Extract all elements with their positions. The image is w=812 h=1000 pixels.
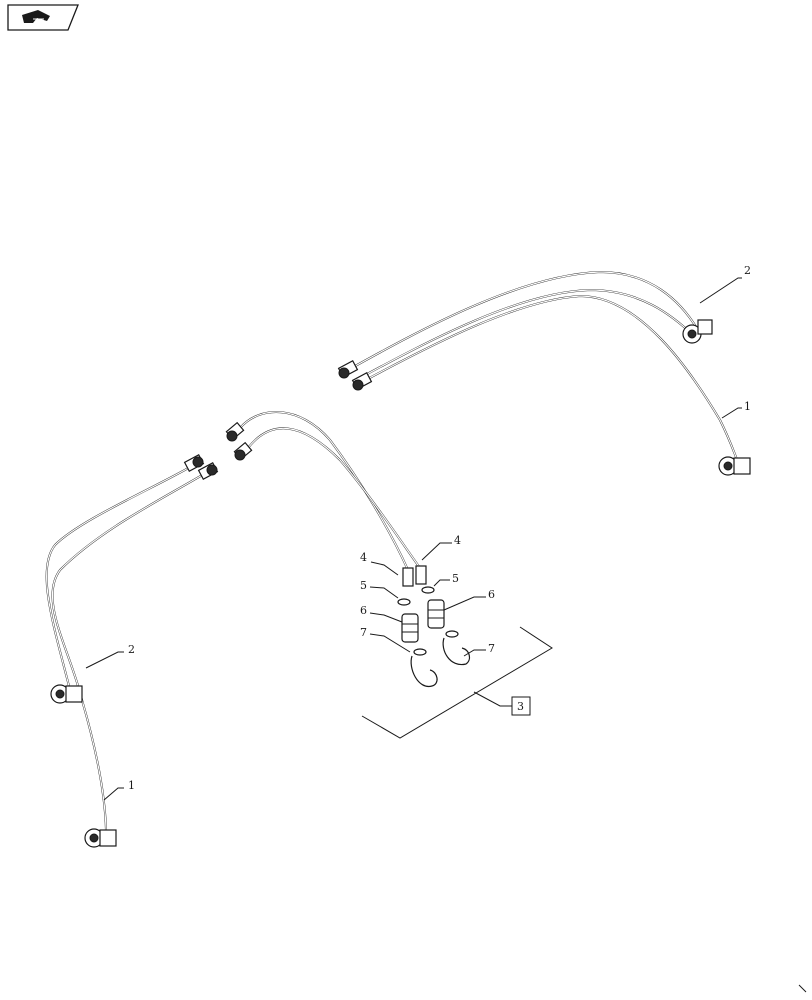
hose-assembly-left [45,454,219,848]
hose-end-fitting [402,567,414,587]
callout-label: 4 [454,534,461,547]
o-ring [421,586,435,594]
callout-label: 5 [452,572,459,585]
dust-cap [442,630,471,666]
callout-label: 4 [360,551,367,564]
hose-assembly-upper-right [337,270,751,476]
quick-coupler [401,613,419,643]
callout-label: 7 [360,626,367,639]
elbow-fitting [50,684,83,704]
dust-cap [410,648,438,687]
callout-label: 1 [744,400,751,413]
corner-mark [798,984,807,993]
hose-end-fitting [415,565,427,585]
hose-assembly-center [225,411,427,587]
callout-label: 5 [360,579,367,592]
nav-back-button[interactable] [7,4,79,31]
hose-end-fitting [337,360,359,379]
elbow-fitting [84,828,117,848]
elbow-fitting [682,319,713,344]
o-ring [397,598,411,606]
hose-end-fitting [225,421,245,442]
callout-label: 1 [128,779,135,792]
kit-label-box [511,696,531,716]
callout-label: 6 [488,588,495,601]
hose-end-fitting [233,441,253,461]
quick-coupler [427,599,445,629]
callout-label: 2 [128,643,135,656]
hose-end-fitting [351,372,373,391]
elbow-fitting [718,456,751,476]
callout-label: 6 [360,604,367,617]
kit-bracket: 3 [361,626,553,739]
hose-end-fitting [197,462,219,480]
kit-label: 3 [517,700,524,713]
hose-end-fitting [183,454,205,472]
callout-label: 7 [488,642,495,655]
hand-pointing-icon [22,10,50,23]
callout-label: 2 [744,264,751,277]
